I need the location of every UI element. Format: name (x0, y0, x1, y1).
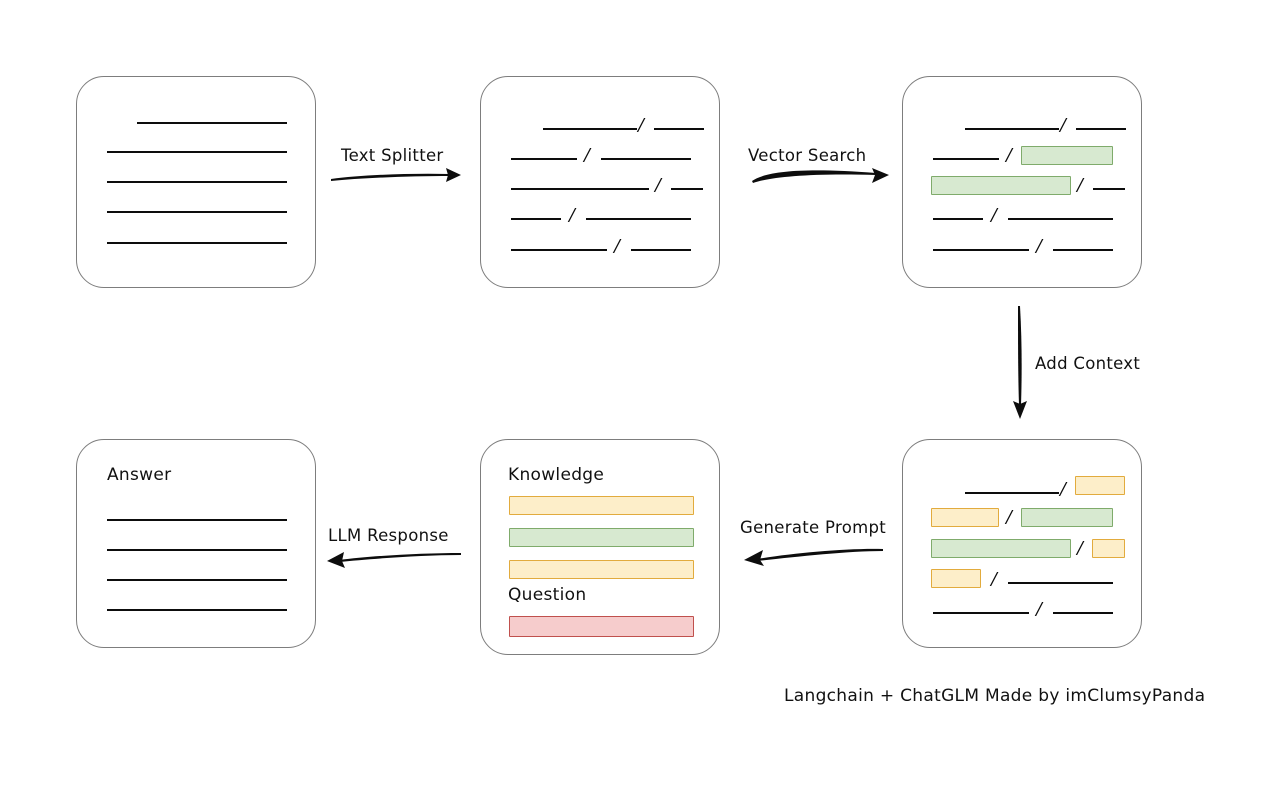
text-line (1053, 249, 1113, 251)
slash-mark: / (1077, 173, 1083, 197)
answer-box: Answer (76, 439, 316, 648)
text-line (1008, 218, 1113, 220)
question-bar-red (509, 616, 694, 637)
text-line (933, 158, 999, 160)
slash-mark: / (991, 567, 997, 591)
arrow-label-vector-search: Vector Search (748, 146, 867, 165)
text-line (1053, 612, 1113, 614)
text-line (933, 612, 1029, 614)
highlight-bar-yellow (1092, 539, 1125, 558)
slash-mark: / (655, 173, 661, 197)
knowledge-bar-yellow (509, 560, 694, 579)
highlight-bar-green (1021, 508, 1113, 527)
diagram-caption: Langchain + ChatGLM Made by imClumsyPand… (784, 686, 1206, 706)
arrow-vector-search (752, 168, 889, 183)
text-line (107, 609, 287, 611)
slash-mark: / (1060, 113, 1066, 137)
text-line (1008, 582, 1113, 584)
prompt-box: Knowledge Question (480, 439, 720, 655)
text-line (511, 188, 649, 190)
text-line (107, 519, 287, 521)
slash-mark: / (584, 143, 590, 167)
arrow-text-splitter (331, 168, 461, 182)
text-line (601, 158, 691, 160)
highlight-bar-green (1021, 146, 1113, 165)
slash-mark: / (991, 203, 997, 227)
source-document-box (76, 76, 316, 288)
slash-mark: / (614, 234, 620, 258)
text-line (107, 549, 287, 551)
slash-mark: / (1077, 536, 1083, 560)
highlight-bar-yellow (1075, 476, 1125, 495)
text-line (965, 128, 1059, 130)
text-line (1076, 128, 1126, 130)
slash-mark: / (1006, 505, 1012, 529)
arrow-add-context (1013, 306, 1027, 419)
text-line (107, 242, 287, 244)
text-line (107, 151, 287, 153)
text-line (107, 181, 287, 183)
arrow-label-generate-prompt: Generate Prompt (740, 518, 886, 537)
text-line (511, 158, 577, 160)
retrieved-chunks-box: / / / / / (902, 76, 1142, 288)
slash-mark: / (569, 203, 575, 227)
arrow-label-add-context: Add Context (1035, 354, 1141, 373)
slash-mark: / (1036, 597, 1042, 621)
highlight-bar-green (931, 539, 1071, 558)
text-line (933, 249, 1029, 251)
text-line (107, 211, 287, 213)
text-line (1093, 188, 1125, 190)
knowledge-title: Knowledge (508, 465, 605, 485)
slash-mark: / (1060, 477, 1066, 501)
highlight-bar-yellow (931, 569, 981, 588)
arrow-label-text-splitter: Text Splitter (341, 146, 444, 165)
text-line (965, 492, 1059, 494)
arrow-generate-prompt (744, 548, 883, 566)
question-title: Question (508, 585, 587, 605)
slash-mark: / (1006, 143, 1012, 167)
text-line (107, 579, 287, 581)
text-line (511, 218, 561, 220)
knowledge-bar-green (509, 528, 694, 547)
arrow-label-llm-response: LLM Response (328, 526, 449, 545)
knowledge-bar-yellow (509, 496, 694, 515)
text-line (654, 128, 704, 130)
text-line (933, 218, 983, 220)
context-chunks-box: / / / / / (902, 439, 1142, 648)
text-line (543, 128, 637, 130)
text-line (631, 249, 691, 251)
arrow-llm-response (327, 552, 461, 568)
slash-mark: / (638, 113, 644, 137)
text-line (137, 122, 287, 124)
highlight-bar-yellow (931, 508, 999, 527)
slash-mark: / (1036, 234, 1042, 258)
text-line (586, 218, 691, 220)
text-line (671, 188, 703, 190)
text-line (511, 249, 607, 251)
split-chunks-box: / / / / / (480, 76, 720, 288)
highlight-bar-green (931, 176, 1071, 195)
answer-title: Answer (107, 465, 172, 485)
